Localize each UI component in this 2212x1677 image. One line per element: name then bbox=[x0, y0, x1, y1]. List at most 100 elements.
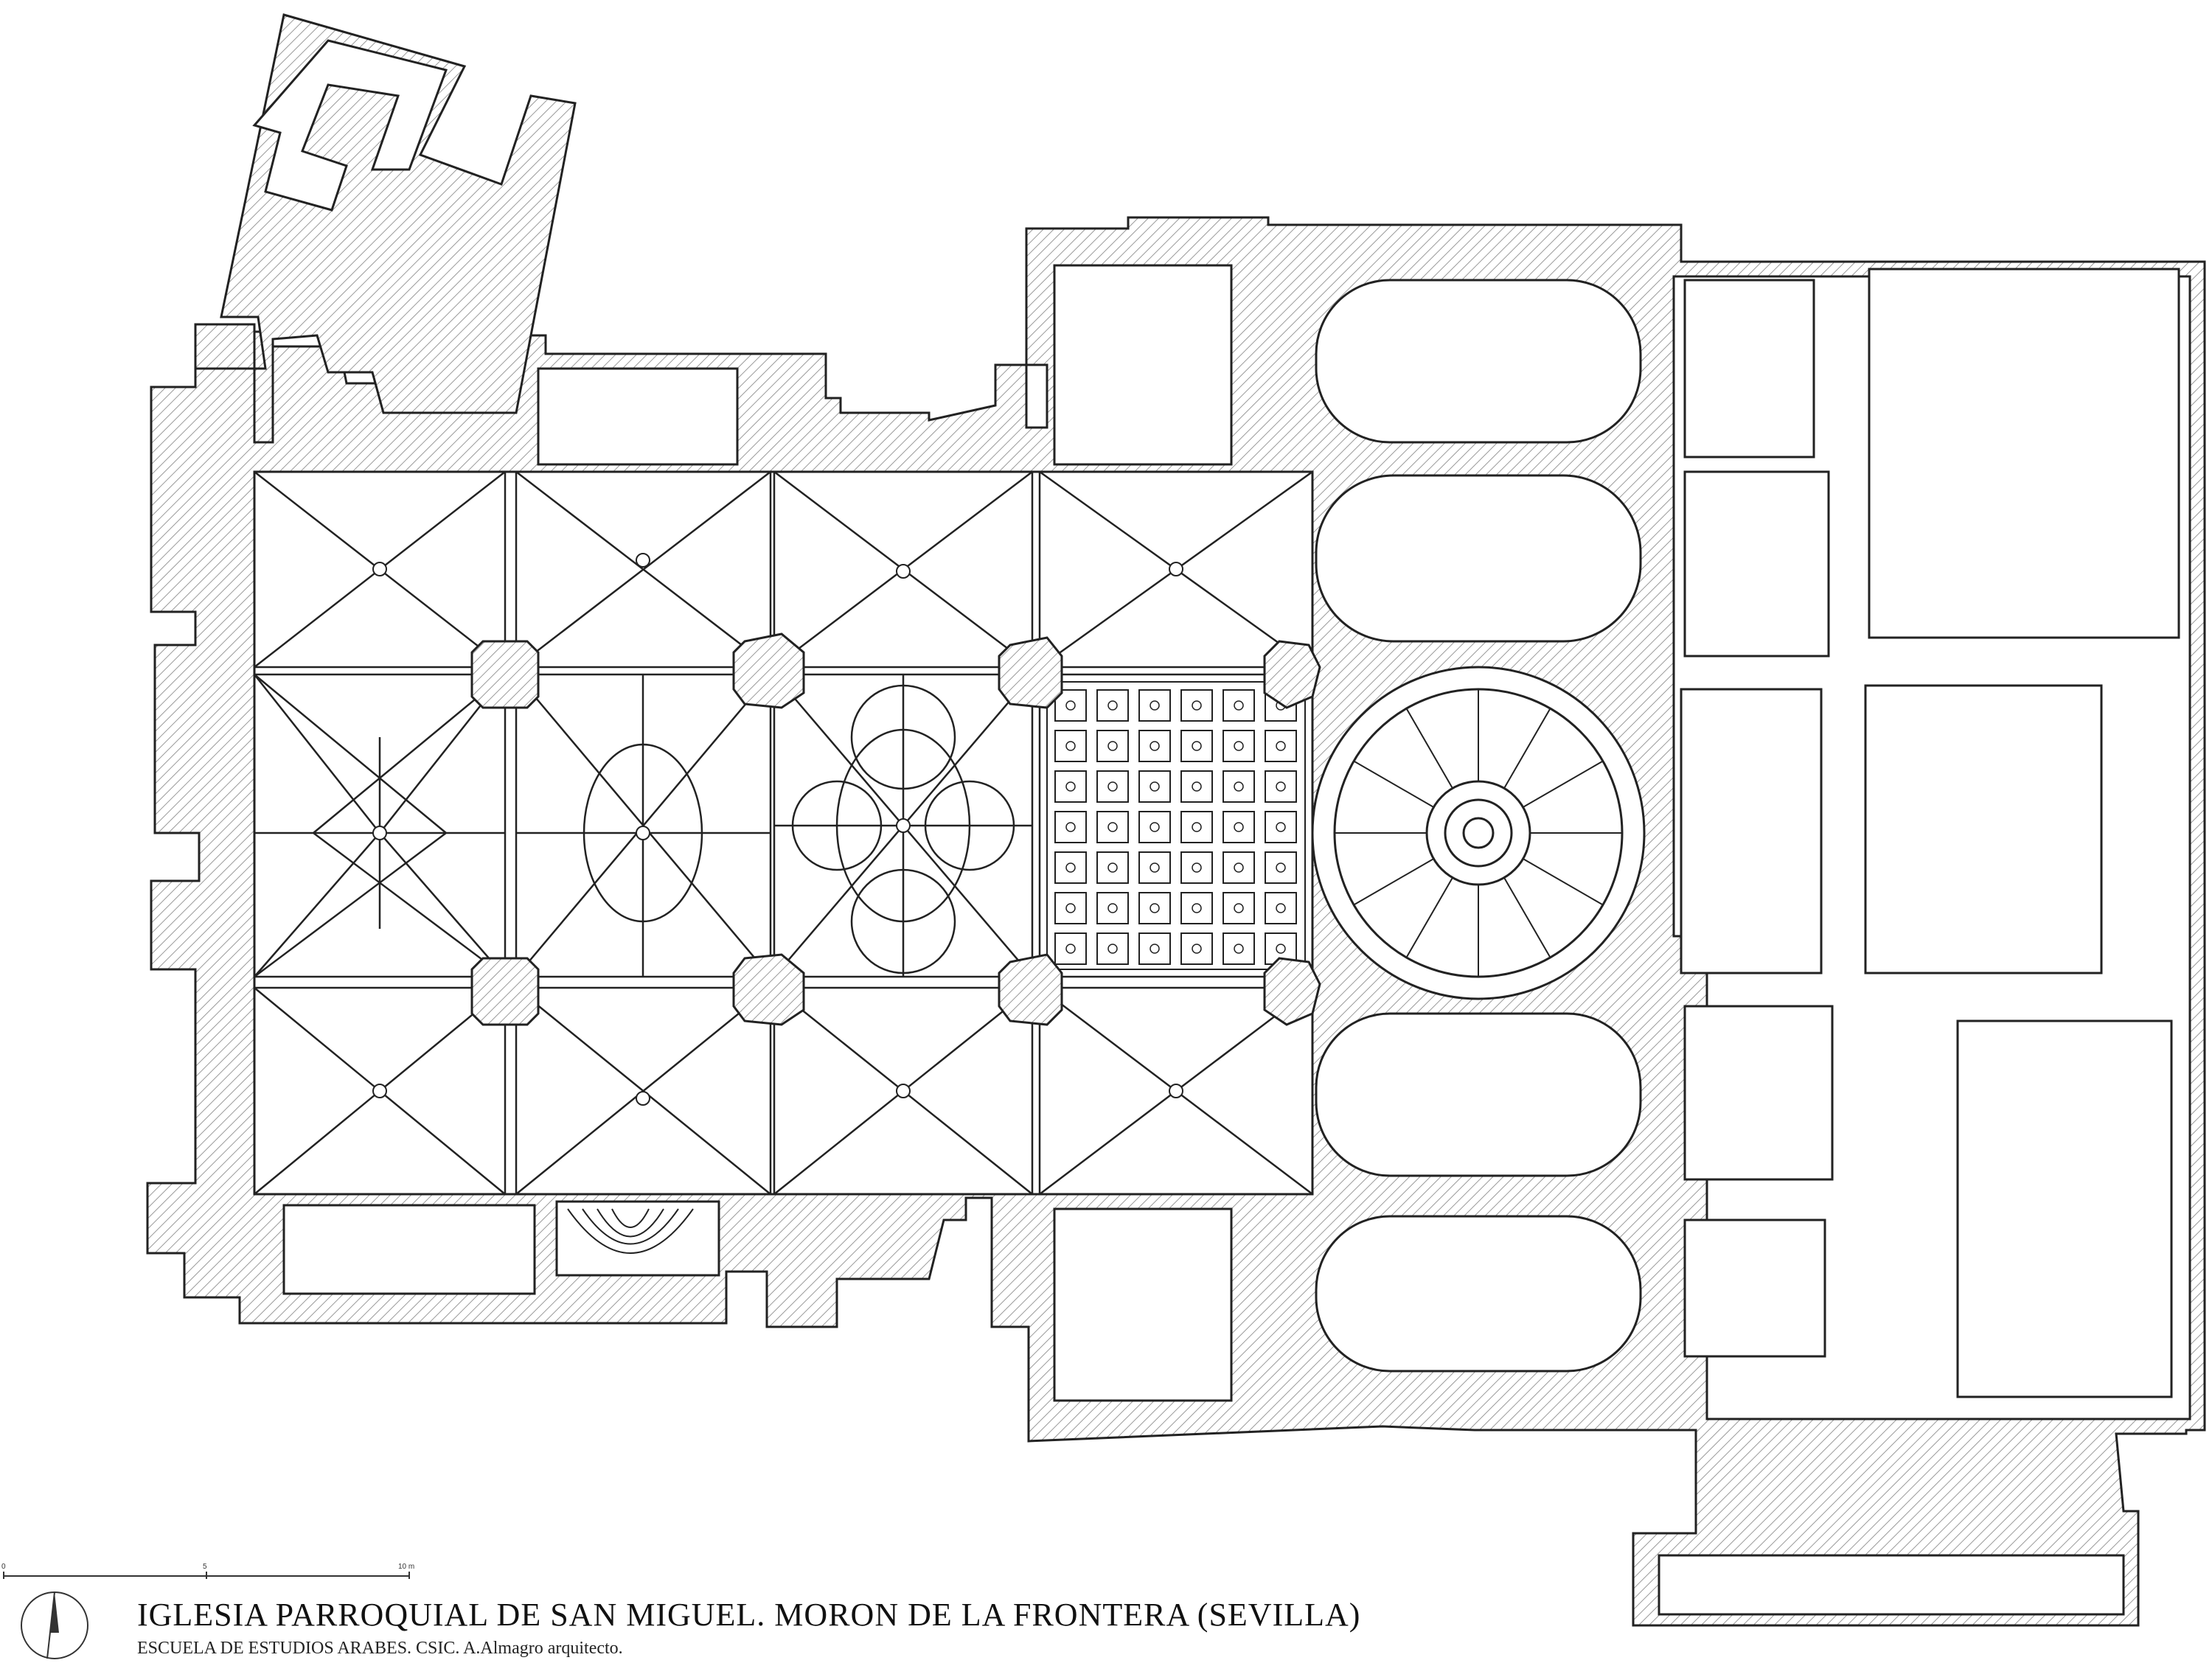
coffers bbox=[1054, 689, 1297, 965]
coffer-rosette bbox=[1150, 700, 1160, 711]
coffer bbox=[1180, 730, 1213, 762]
coffer bbox=[1096, 730, 1129, 762]
coffer-rosette bbox=[1065, 862, 1076, 873]
coffer-rosette bbox=[1276, 741, 1286, 751]
north-chapel-1 bbox=[537, 367, 739, 466]
coffer-rosette bbox=[1065, 944, 1076, 954]
scale-tick-5: 5 bbox=[203, 1563, 207, 1571]
south-chapel-1 bbox=[282, 1204, 536, 1295]
coffer-rosette bbox=[1150, 741, 1160, 751]
coffer bbox=[1138, 811, 1171, 843]
coffer-rosette bbox=[1234, 781, 1244, 792]
scale-bar bbox=[3, 1572, 410, 1579]
coffer-rosette bbox=[1107, 700, 1118, 711]
coffer-rosette bbox=[1065, 781, 1076, 792]
coffer-rosette bbox=[1234, 903, 1244, 913]
coffer bbox=[1096, 770, 1129, 803]
coffer bbox=[1138, 689, 1171, 722]
south-chapel-2 bbox=[555, 1200, 720, 1277]
coffer bbox=[1138, 851, 1171, 884]
coffer bbox=[1222, 770, 1255, 803]
coffer bbox=[1054, 811, 1087, 843]
coffer bbox=[1138, 730, 1171, 762]
coffer bbox=[1054, 770, 1087, 803]
coffer-rosette bbox=[1107, 903, 1118, 913]
coffer-rosette bbox=[1150, 862, 1160, 873]
coffer-rosette bbox=[1192, 700, 1202, 711]
coffer bbox=[1180, 932, 1213, 965]
coffer-rosette bbox=[1065, 903, 1076, 913]
coffer-rosette bbox=[1065, 700, 1076, 711]
coffer-rosette bbox=[1192, 944, 1202, 954]
coffer bbox=[1222, 851, 1255, 884]
coffer-rosette bbox=[1150, 822, 1160, 832]
coffer-rosette bbox=[1150, 781, 1160, 792]
coffer bbox=[1096, 689, 1129, 722]
dome-rib bbox=[1405, 708, 1453, 789]
coffer-rosette bbox=[1192, 741, 1202, 751]
coffer bbox=[1222, 730, 1255, 762]
south-chapel-3 bbox=[1053, 1207, 1233, 1402]
coffer bbox=[1180, 892, 1213, 924]
coffer bbox=[1265, 851, 1297, 884]
dome-rib bbox=[1503, 708, 1551, 789]
coffer bbox=[1138, 770, 1171, 803]
chancel bbox=[1311, 279, 1646, 1373]
coffer bbox=[1180, 811, 1213, 843]
coffer bbox=[1180, 770, 1213, 803]
coffer-rosette bbox=[1276, 781, 1286, 792]
coffer bbox=[1180, 851, 1213, 884]
dome-rib bbox=[1405, 877, 1453, 958]
dome-rib bbox=[1523, 858, 1604, 906]
coffer-rosette bbox=[1234, 700, 1244, 711]
coffer-rosette bbox=[1192, 781, 1202, 792]
coffer-rosette bbox=[1234, 741, 1244, 751]
coffer bbox=[1054, 932, 1087, 965]
north-arrow-icon bbox=[21, 1591, 88, 1659]
coffer bbox=[1265, 892, 1297, 924]
coffered-ceiling bbox=[1046, 681, 1306, 970]
coffer bbox=[1222, 689, 1255, 722]
coffer bbox=[1096, 932, 1129, 965]
apse-niche bbox=[567, 1208, 694, 1254]
coffer-rosette bbox=[1276, 903, 1286, 913]
coffer bbox=[1096, 851, 1129, 884]
coffer-rosette bbox=[1065, 822, 1076, 832]
scale-tick-10: 10 m bbox=[398, 1563, 415, 1571]
coffer-rosette bbox=[1107, 944, 1118, 954]
coffer-rosette bbox=[1234, 822, 1244, 832]
coffer-rosette bbox=[1107, 862, 1118, 873]
coffer-rosette bbox=[1150, 944, 1160, 954]
dome-rib bbox=[1523, 760, 1604, 808]
coffer bbox=[1054, 730, 1087, 762]
coffer bbox=[1054, 892, 1087, 924]
coffer bbox=[1265, 730, 1297, 762]
coffer-rosette bbox=[1107, 822, 1118, 832]
coffer-rosette bbox=[1276, 862, 1286, 873]
vault-bosses bbox=[372, 553, 1183, 1106]
coffer-rosette bbox=[1107, 741, 1118, 751]
coffer-rosette bbox=[1276, 944, 1286, 954]
coffer-rosette bbox=[1192, 903, 1202, 913]
coffer-rosette bbox=[1065, 741, 1076, 751]
dome-rib bbox=[1353, 760, 1434, 808]
coffer bbox=[1138, 892, 1171, 924]
coffer-rosette bbox=[1107, 781, 1118, 792]
coffer bbox=[1222, 932, 1255, 965]
coffer-rosette bbox=[1234, 944, 1244, 954]
coffer bbox=[1222, 892, 1255, 924]
coffer bbox=[1054, 851, 1087, 884]
coffer-rosette bbox=[1276, 822, 1286, 832]
scale-tick-0: 0 bbox=[1, 1563, 6, 1571]
coffer-rosette bbox=[1234, 862, 1244, 873]
coffer bbox=[1222, 811, 1255, 843]
rooms bbox=[282, 264, 2180, 1616]
coffer bbox=[1096, 811, 1129, 843]
coffer bbox=[1138, 932, 1171, 965]
dome-rib bbox=[1353, 858, 1434, 906]
coffer bbox=[1096, 892, 1129, 924]
nave-vaults bbox=[253, 470, 1314, 1196]
drawing-title: IGLESIA PARROQUIAL DE SAN MIGUEL. MORON … bbox=[137, 1597, 1361, 1633]
coffer bbox=[1265, 811, 1297, 843]
